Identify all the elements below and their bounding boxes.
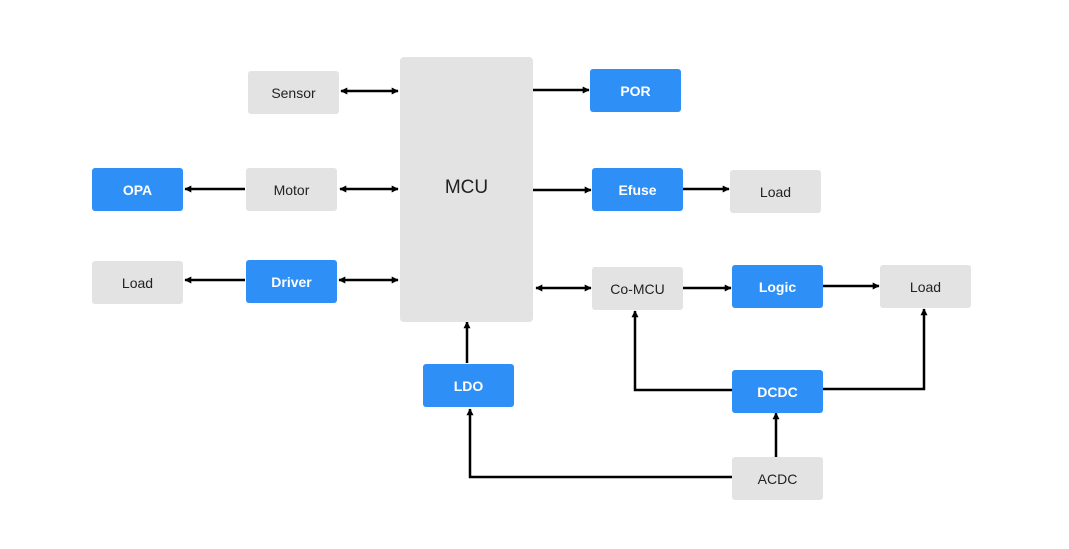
sensor-block[interactable]: Sensor <box>248 71 339 114</box>
motor-block[interactable]: Motor <box>246 168 337 211</box>
co-mcu-block[interactable]: Co-MCU <box>592 267 683 310</box>
load-logic-block[interactable]: Load <box>880 265 971 308</box>
dcdc-load-link <box>823 308 928 391</box>
logic-block[interactable]: Logic <box>732 265 823 308</box>
ldo-block[interactable]: LDO <box>423 364 514 407</box>
dcdc-block[interactable]: DCDC <box>732 370 823 413</box>
mcu-block[interactable]: MCU <box>400 57 533 322</box>
efuse-block[interactable]: Efuse <box>592 168 683 211</box>
acdc-block[interactable]: ACDC <box>732 457 823 500</box>
acdc-ldo-link <box>466 408 732 479</box>
driver-block[interactable]: Driver <box>246 260 337 303</box>
load-efuse-block[interactable]: Load <box>730 170 821 213</box>
por-block[interactable]: POR <box>590 69 681 112</box>
dcdc-comcu-link <box>631 310 732 392</box>
opa-block[interactable]: OPA <box>92 168 183 211</box>
load-left-block[interactable]: Load <box>92 261 183 304</box>
